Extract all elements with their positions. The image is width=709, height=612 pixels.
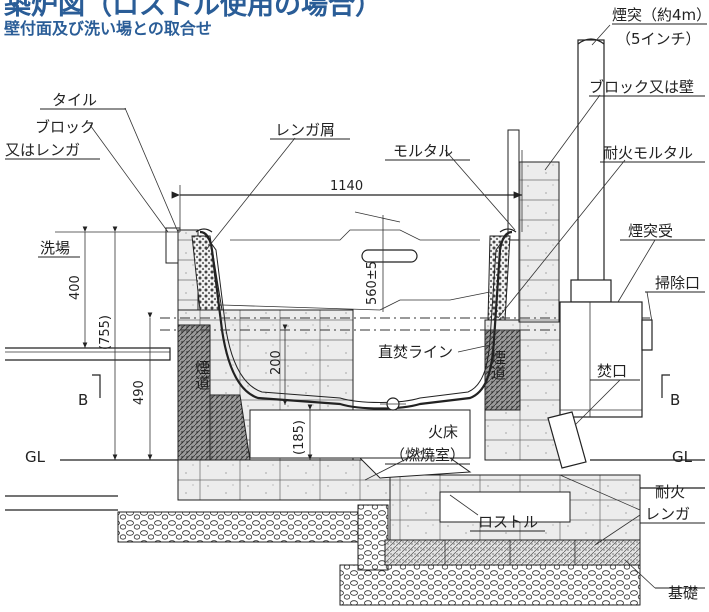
- label-fire-mortar: 耐火モルタル: [603, 144, 693, 162]
- label-chimney-size: （5インチ）: [616, 30, 701, 48]
- tub-handle: [361, 249, 418, 263]
- dim-1140: 1140: [330, 179, 363, 194]
- label-or-brick: 又はレンガ: [5, 141, 80, 159]
- label-block-or-wall: ブロック又は壁: [589, 78, 694, 96]
- cleaning-port-door: [641, 319, 653, 351]
- label-section-b-left: B: [78, 391, 88, 409]
- label-fire-bed: 火床: [428, 423, 458, 441]
- dim-560: 560±5: [365, 261, 380, 305]
- label-cleaning-port: 掃除口: [655, 274, 700, 292]
- chimney-pipe: [577, 39, 605, 296]
- label-rostle: ロストル: [478, 513, 538, 531]
- gravel-bed-lower: [339, 564, 641, 606]
- concrete-footing: [384, 539, 641, 566]
- left-flue-insulation: [177, 324, 211, 461]
- stoke-port: [547, 411, 587, 469]
- dim-490: 490: [132, 380, 147, 405]
- dim-755: (755): [98, 315, 113, 350]
- title-sub: 壁付面及び洗い場との取合せ: [4, 19, 212, 38]
- combustion-chamber: [249, 409, 471, 459]
- brick-debris-left: [191, 235, 223, 311]
- title-main: 築炉図（ロストル使用の場合）: [3, 0, 382, 21]
- rostle-chamber: [439, 491, 571, 523]
- wall-finish: [507, 129, 520, 241]
- label-flue-right: 煙道: [489, 350, 507, 380]
- chimney-base: [570, 279, 612, 303]
- label-brick-debris: レンガ屑: [275, 121, 335, 139]
- label-flue-left: 煙道: [193, 360, 211, 390]
- washing-floor: [5, 347, 171, 361]
- label-chimney-receiver: 煙突受: [628, 222, 673, 240]
- chimney-receiver-box: [559, 301, 643, 418]
- label-foundation: 基礎: [668, 584, 698, 602]
- dim-400: 400: [68, 275, 83, 300]
- label-fire-brick-1: 耐火: [655, 483, 685, 501]
- label-combustion-chamber: （燃焼室）: [390, 446, 465, 464]
- label-tile: タイル: [52, 91, 97, 109]
- bathtub-shell: [199, 230, 513, 410]
- label-washing-area: 洗場: [40, 239, 70, 257]
- label-block: ブロック: [35, 118, 95, 136]
- label-chimney: 煙突（約4m）: [612, 6, 709, 24]
- label-section-b-right: B: [670, 391, 680, 409]
- gravel-bed-step: [357, 504, 389, 571]
- label-stoke-port: 焚口: [597, 362, 627, 380]
- label-fire-brick-2: レンガ: [645, 505, 690, 523]
- dim-185: (185): [292, 420, 307, 455]
- gravel-bed-left: [117, 511, 359, 543]
- label-gl-left: GL: [25, 448, 46, 466]
- block-wall-column: [518, 161, 560, 323]
- label-mortar: モルタル: [393, 142, 453, 160]
- label-gl-right: GL: [672, 448, 693, 466]
- label-direct-fire-line: 直焚ライン: [378, 343, 453, 361]
- dim-200: 200: [269, 350, 284, 375]
